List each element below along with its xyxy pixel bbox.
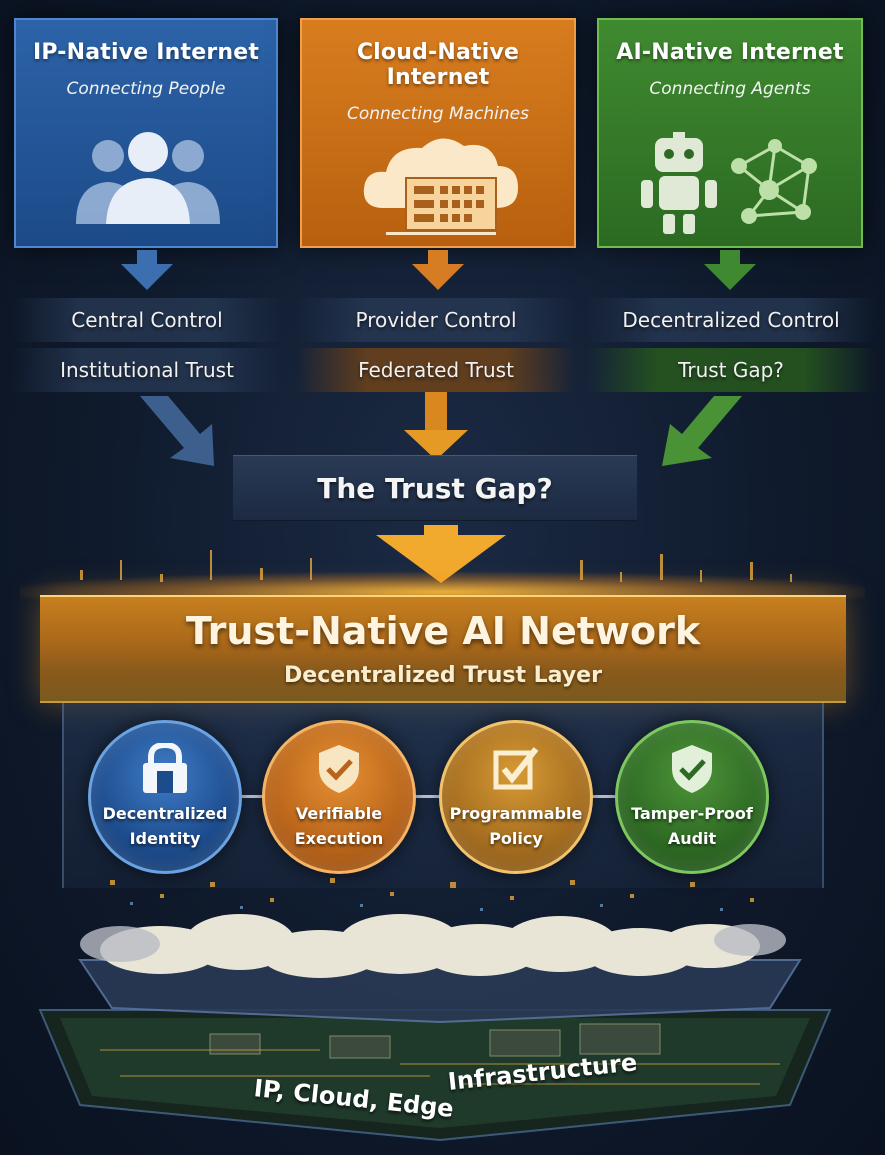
cloud-server-icon <box>363 138 518 235</box>
trust-label: Trust Gap? <box>586 348 876 392</box>
robot-network-icon <box>641 132 817 234</box>
era-subtitle: Connecting Agents <box>649 79 811 99</box>
pillar-connector <box>240 795 266 798</box>
trust-native-layer: Trust-Native AI Network Decentralized Tr… <box>40 595 846 703</box>
pillar-tamper-proof-audit: Tamper-Proof Audit <box>615 720 769 874</box>
infrastructure-stack <box>38 914 832 1142</box>
converging-arrows <box>140 392 742 466</box>
pillar-label: Decentralized Identity <box>102 804 228 848</box>
era-subtitle: Connecting Machines <box>346 104 529 124</box>
circuit-dots <box>110 878 754 911</box>
pillar-label: Verifiable Execution <box>294 804 384 848</box>
control-label: Provider Control <box>296 298 576 342</box>
infrastructure-label-part1: IP, Cloud, Edge <box>252 1074 456 1123</box>
era-card-ip-native: IP-Native Internet Connecting People <box>14 18 278 248</box>
down-arrow-icon <box>704 264 756 290</box>
era-title: Cloud-Native Internet <box>356 40 520 90</box>
trust-label: Institutional Trust <box>12 348 282 392</box>
pillar-connector <box>591 795 619 798</box>
center-down-arrow-icon <box>404 430 468 460</box>
infrastructure-label: IP, Cloud, Edge Infrastructure <box>250 1048 639 1123</box>
pillar-connector <box>414 795 443 798</box>
trust-gap-box: The Trust Gap? <box>233 455 637 521</box>
layer-subtitle: Decentralized Trust Layer <box>284 663 602 688</box>
down-arrow-icon <box>412 264 464 290</box>
checkbox-icon <box>493 747 539 790</box>
control-label: Decentralized Control <box>586 298 876 342</box>
pillar-verifiable-execution: Verifiable Execution <box>262 720 416 874</box>
pillar-label: Programmable Policy <box>449 804 583 848</box>
pillar-programmable-policy: Programmable Policy <box>439 720 593 874</box>
lock-icon <box>143 743 187 793</box>
trust-label: Federated Trust <box>296 348 576 392</box>
era-card-ai-native: AI-Native Internet Connecting Agents <box>597 18 863 248</box>
control-label: Central Control <box>12 298 282 342</box>
shield-check-icon <box>672 745 712 793</box>
down-arrow-icon <box>121 264 173 290</box>
left-diagonal-arrow-icon <box>140 396 214 466</box>
layer-arrow-icon <box>376 525 506 583</box>
circuit-chips <box>209 1023 661 1059</box>
era-title: AI-Native Internet <box>616 40 844 65</box>
arrow-stem <box>428 250 448 266</box>
people-icon <box>76 132 220 224</box>
pillar-label: Tamper-Proof Audit <box>631 804 753 848</box>
center-arrow-stem <box>425 392 447 432</box>
arrow-stem <box>720 250 740 266</box>
layer-title: Trust-Native AI Network <box>185 609 701 653</box>
shield-check-icon <box>319 745 359 793</box>
era-subtitle: Connecting People <box>66 79 226 99</box>
pillar-decentralized-identity: Decentralized Identity <box>88 720 242 874</box>
right-diagonal-arrow-icon <box>662 396 742 466</box>
arrow-stem <box>137 250 157 266</box>
era-title: IP-Native Internet <box>32 40 260 65</box>
era-card-cloud-native: Cloud-Native Internet Connecting Machine… <box>300 18 576 248</box>
